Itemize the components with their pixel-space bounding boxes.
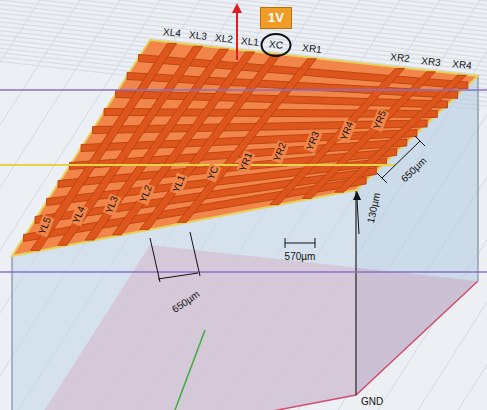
box-edge [11,256,12,410]
strip-label: XL4 [162,26,183,40]
strip-label: XL1 [240,35,261,49]
dimension-label: 570µm [284,251,317,263]
strip-group [24,43,468,250]
x-strip [302,72,435,199]
x-strip [140,55,281,230]
z-axis-head [232,3,242,13]
strip-label: XR1 [301,42,324,56]
x-strip [270,68,405,204]
ground-label: GND [360,396,384,408]
ground-edge [12,281,478,410]
top-plate [12,40,478,256]
z-axis [236,12,238,60]
strip-label: XC [267,38,284,52]
strip-label: XL2 [214,32,235,46]
axis-line [0,271,487,273]
arrow-head [353,191,361,200]
axis-line [0,164,395,166]
dimension-line [158,273,198,279]
voltage-port-box: 1V [260,7,292,29]
axis-line [0,89,487,91]
strip-label: XL3 [188,29,209,43]
x-strip [112,52,254,235]
highlight-ellipse [262,34,291,56]
axis-line [175,330,205,410]
box-edge [355,190,356,395]
extension-line [150,238,160,282]
dimension-group [150,136,425,282]
strip-label: XR4 [451,58,474,72]
dimension-bracket [285,238,315,248]
voltage-label: 1V [268,10,284,26]
extension-line [190,232,200,276]
box-edge [477,76,478,281]
strip-label: XR3 [420,55,443,69]
leader-line [357,199,359,234]
x-strip [335,75,467,192]
x-strip [177,59,316,223]
